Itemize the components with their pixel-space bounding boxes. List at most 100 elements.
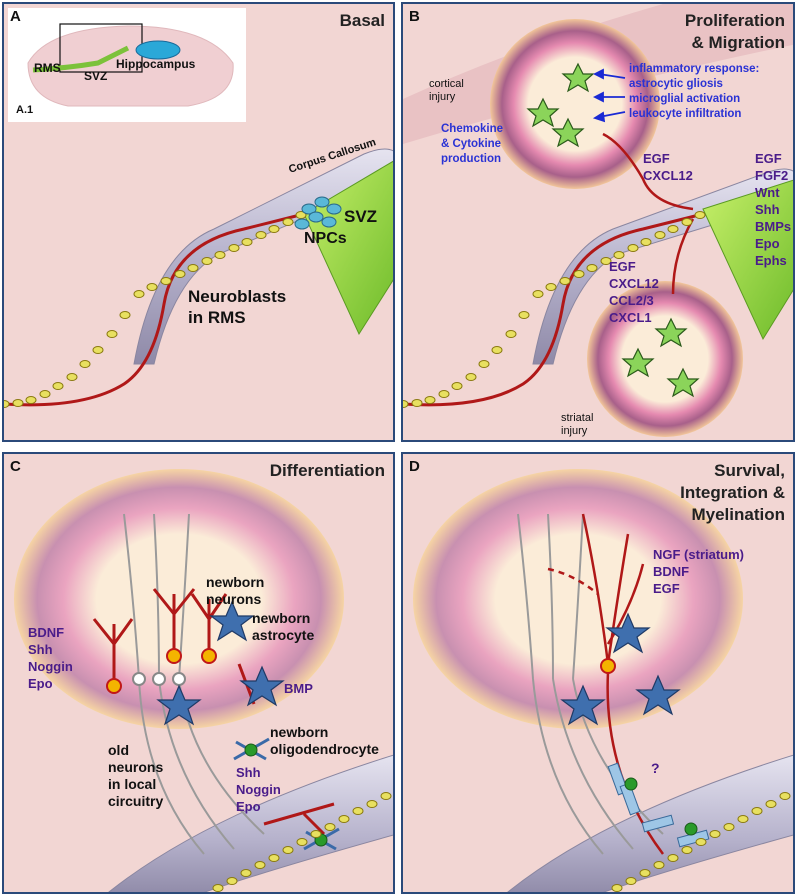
- neuroblast: [518, 311, 530, 319]
- neuroblast: [240, 869, 252, 877]
- neuroblast-chain: [403, 211, 706, 408]
- inflammatory-line3: microglial activation: [629, 93, 741, 105]
- panel-d-title-line2: Integration &: [680, 483, 785, 502]
- neuroblast: [4, 400, 10, 408]
- striatal-factors: EGF CXCL12 CCL2/3 CXCL1: [609, 258, 659, 326]
- svz-factor-6: Epo: [755, 236, 780, 251]
- panel-b-title-line1: Proliferation: [684, 11, 785, 30]
- svz-factor-1: EGF: [755, 151, 782, 166]
- neuroblast: [751, 807, 763, 815]
- neuroblast: [694, 211, 706, 219]
- neuroblast: [598, 893, 608, 895]
- neuroblast: [653, 861, 665, 869]
- panel-d-survival: D Survival, Integration & Myelination NG…: [401, 452, 795, 894]
- neuroblast: [639, 869, 651, 877]
- oligo-factor-1: Shh: [236, 765, 261, 780]
- cortical-factors: EGF CXCL12: [643, 150, 693, 184]
- sagittal-brain-diagram: [27, 23, 234, 107]
- neuroblast: [545, 283, 557, 291]
- inset-hippocampus-label: Hippocampus: [116, 57, 196, 71]
- neuroblast: [174, 270, 186, 278]
- inflammatory-line2: astrocytic gliosis: [629, 78, 723, 90]
- neuroblast: [600, 257, 612, 265]
- npcs-label: NPCs: [304, 230, 347, 247]
- neuroblast: [491, 346, 503, 354]
- svz-factor-4: Shh: [755, 202, 780, 217]
- neuroblast: [282, 846, 294, 854]
- reactive-astrocytes: [526, 62, 700, 398]
- corpus-callosum-shape: [108, 754, 393, 892]
- injury-site: [14, 469, 344, 729]
- cortical-factor-2: CXCL12: [643, 168, 693, 183]
- svz-region: [702, 179, 793, 341]
- cortical-injury-label-line1: cortical: [429, 78, 464, 90]
- neuroblast: [366, 800, 378, 808]
- panel-a-illustration: [4, 148, 393, 408]
- neuroblast: [695, 838, 707, 846]
- neuroblast-chain: [598, 792, 791, 895]
- panel-a-title: Basal: [339, 11, 385, 30]
- neuroblast: [25, 396, 37, 404]
- oligo-factors: Shh Noggin Epo: [236, 764, 281, 815]
- striatal-injury-label-line2: injury: [561, 425, 588, 437]
- neuroblast: [119, 311, 131, 319]
- panel-a-basal: RMS SVZ Hippocampus A.1 A Basal Corpus C…: [2, 2, 395, 442]
- chemokine-line3: production: [441, 153, 502, 165]
- newborn-astrocyte-line1: newborn: [252, 610, 311, 626]
- newborn-neurons-line2: neurons: [206, 591, 262, 607]
- newborn-neurons-line1: newborn: [206, 574, 265, 590]
- inset-rms-label: RMS: [34, 61, 61, 75]
- diff-factor-2: Shh: [28, 642, 53, 657]
- neuroblast: [667, 854, 679, 862]
- chemokine-line1: Chemokine: [441, 123, 503, 135]
- neuroblast: [214, 251, 226, 259]
- striatal-injury-label: striatal injury: [561, 412, 593, 438]
- neuroblast: [779, 792, 791, 800]
- old-neurons-line3: in local: [108, 776, 157, 792]
- striatal-factor-3: CCL2/3: [609, 293, 654, 308]
- neuroblast: [451, 382, 463, 390]
- survival-factor-1: NGF (striatum): [653, 547, 744, 562]
- neuroblast: [352, 807, 364, 815]
- neuroblast: [681, 846, 693, 854]
- question-mark-label: ?: [651, 760, 660, 776]
- differentiation-factors: BDNF Shh Noggin Epo: [28, 624, 73, 692]
- oligodendrocyte-soma: [684, 822, 698, 836]
- neuroblast: [212, 884, 224, 892]
- panel-d-letter: D: [409, 458, 420, 475]
- oligo-factor-3: Epo: [236, 799, 261, 814]
- neuroblast: [79, 360, 91, 368]
- neuroblast: [92, 346, 104, 354]
- myelin-sheaths: [607, 762, 710, 848]
- neuroblast: [324, 823, 336, 831]
- neuroblast: [201, 257, 213, 265]
- newborn-oligo-line1: newborn: [270, 724, 329, 740]
- panel-b-proliferation: B Proliferation & Migration cortical inj…: [401, 2, 795, 442]
- cortical-factor-1: EGF: [643, 151, 670, 166]
- neuroblast: [12, 399, 24, 407]
- newborn-neurons-label: newborn neurons: [206, 574, 264, 608]
- neuroblast: [226, 877, 238, 885]
- neuroblast: [282, 218, 294, 226]
- panel-b-illustration: [403, 4, 793, 437]
- neuroblast: [39, 390, 51, 398]
- neuroblast: [403, 400, 409, 408]
- old-neurons-line2: neurons: [108, 759, 164, 775]
- neuroblast: [611, 884, 623, 892]
- neuroblast: [465, 373, 477, 381]
- neuroblast: [296, 838, 308, 846]
- inflammatory-line1: inflammatory response:: [629, 63, 760, 75]
- cortical-injury-label: cortical injury: [429, 78, 464, 104]
- neuroblast: [187, 264, 199, 272]
- neuroblast: [268, 854, 280, 862]
- neuroblast: [255, 231, 267, 239]
- striatal-injury-label-line1: striatal: [561, 412, 594, 424]
- panel-b-letter: B: [409, 8, 420, 25]
- npc-cluster: [294, 196, 342, 230]
- neuroblast: [146, 283, 158, 291]
- svz-factor-7: Ephs: [755, 253, 787, 268]
- oligodendrocytes: [233, 737, 340, 851]
- neuroblast: [478, 360, 490, 368]
- survival-factors: NGF (striatum) BDNF EGF: [653, 546, 744, 597]
- inflammation-arrows: [592, 68, 626, 123]
